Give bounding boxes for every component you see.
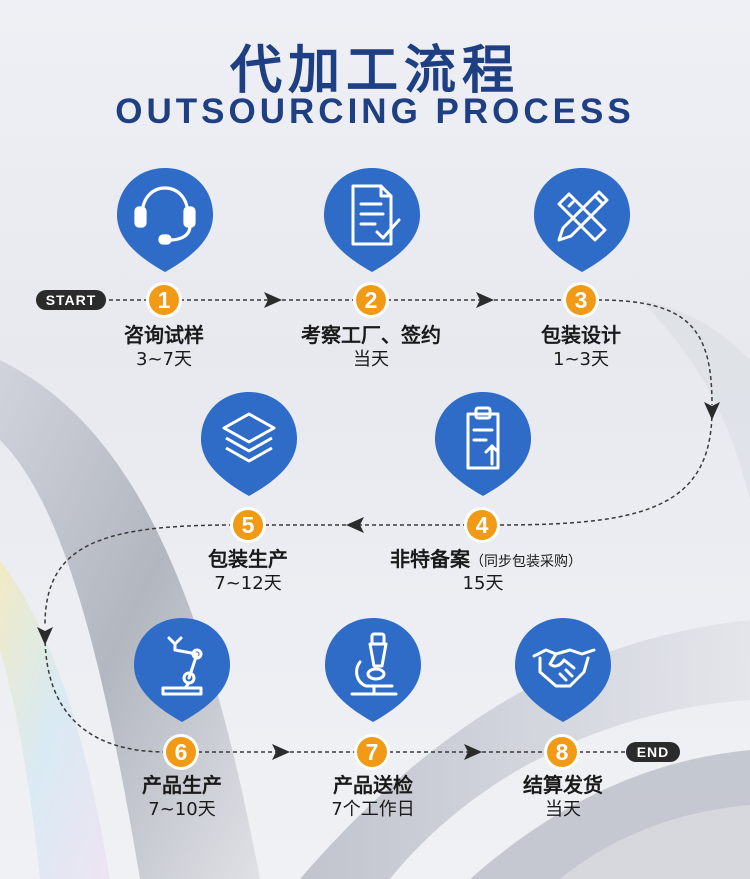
step-pin xyxy=(435,392,531,496)
page-subtitle: OUTSOURCING PROCESS xyxy=(115,92,635,131)
step-number: 8 xyxy=(547,737,577,767)
step-title: 包装设计 xyxy=(541,323,621,347)
step-duration: 7~12天 xyxy=(214,573,282,594)
step-title: 产品生产 xyxy=(142,773,222,797)
flow-arrow xyxy=(272,744,290,760)
step-number: 5 xyxy=(233,510,263,540)
flow-arrow xyxy=(476,292,494,308)
step-number: 4 xyxy=(467,510,497,540)
step-pin xyxy=(201,392,297,496)
end-badge: END xyxy=(626,742,680,762)
step-number: 6 xyxy=(166,737,196,767)
headset-icon xyxy=(134,186,196,245)
step-title: 结算发货 xyxy=(523,773,603,797)
flow-arrow xyxy=(464,744,482,760)
step-pin xyxy=(117,168,213,272)
step-duration: 当天 xyxy=(545,799,581,820)
step-pin xyxy=(134,618,230,722)
step-title: 产品送检 xyxy=(333,773,413,797)
contract-document-icon xyxy=(351,184,401,246)
handshake-icon xyxy=(532,648,596,688)
step-pin xyxy=(325,618,421,722)
flow-arrow xyxy=(264,292,282,308)
flow-arrow xyxy=(704,402,720,420)
step-number: 7 xyxy=(357,737,387,767)
step-title: 非特备案（同步包装采购） xyxy=(390,547,582,571)
design-tools-icon xyxy=(557,190,609,242)
step-pin xyxy=(324,168,420,272)
step-title: 咨询试样 xyxy=(124,323,204,347)
start-badge: START xyxy=(36,290,106,310)
robot-arm-icon xyxy=(161,636,203,696)
step-duration: 1~3天 xyxy=(553,349,609,370)
step-duration: 3~7天 xyxy=(136,349,192,370)
page-title: 代加工流程 xyxy=(229,41,520,101)
flow-arrow xyxy=(346,517,364,533)
step-number: 2 xyxy=(356,285,386,315)
step-title: 包装生产 xyxy=(208,547,288,571)
microscope-icon xyxy=(350,632,398,696)
step-duration: 7个工作日 xyxy=(331,799,415,820)
clipboard-upload-icon xyxy=(466,406,500,470)
step-title: 考察工厂、签约 xyxy=(301,323,441,347)
step-pin xyxy=(515,618,611,722)
step-duration: 当天 xyxy=(353,349,389,370)
flow-arrow xyxy=(37,627,53,645)
step-duration: 7~10天 xyxy=(148,799,216,820)
step-duration: 15天 xyxy=(462,573,504,594)
step-number: 3 xyxy=(566,285,596,315)
layers-icon xyxy=(222,412,276,463)
step-pin xyxy=(534,168,630,272)
step-number: 1 xyxy=(149,285,179,315)
